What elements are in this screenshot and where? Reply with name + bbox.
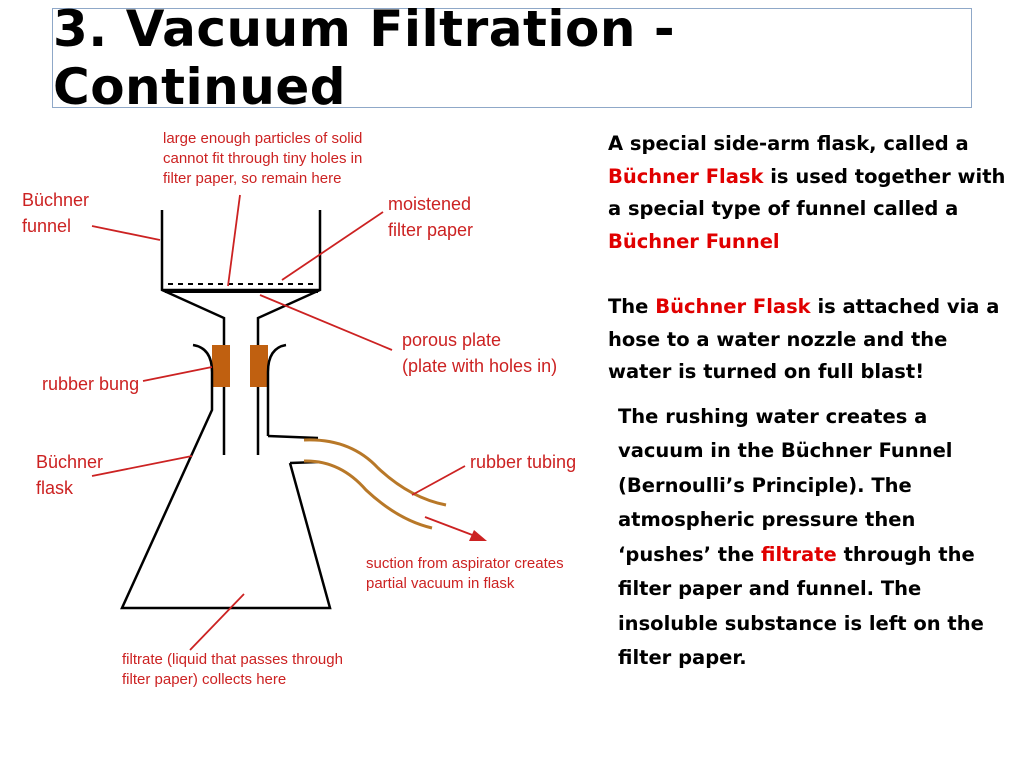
label-particles-2: cannot fit through tiny holes in [163, 150, 362, 167]
label-moistened-1: moistened [388, 194, 471, 214]
label-buchner-funnel-2: funnel [22, 216, 71, 236]
label-filtrate-1: filtrate (liquid that passes through [122, 651, 343, 668]
leader-lines [91, 194, 466, 651]
p3-text-c: through the filter paper and funnel. The… [618, 542, 984, 670]
label-rubber-bung: rubber bung [42, 374, 139, 394]
label-particles-1: large enough particles of solid [163, 130, 362, 147]
suction-arrow-head [469, 530, 487, 541]
label-buchner-funnel-1: Büchner [22, 190, 89, 210]
p3-highlight-filtrate: filtrate [760, 542, 837, 566]
buchner-funnel-drawing [160, 210, 322, 455]
explanation-text: A special side-arm flask, called a Büchn… [608, 128, 1010, 709]
paragraph-1: A special side-arm flask, called a Büchn… [608, 128, 1010, 258]
suction-arrow-line [424, 516, 476, 537]
label-rubber-tubing: rubber tubing [470, 452, 576, 472]
title-box: 3. Vacuum Filtration - Continued [52, 0, 972, 116]
paragraph-2: The Büchner Flask is attached via a hose… [608, 291, 1010, 389]
label-filtrate-2: filter paper) collects here [122, 671, 286, 688]
p3-text-a: The rushing water creates a vacuum in th… [618, 404, 953, 566]
p1-highlight-buchner-flask: Büchner Flask [608, 164, 764, 188]
p1-text-a: A special side-arm flask, called a [608, 132, 969, 155]
label-suction-2: partial vacuum in flask [366, 575, 515, 592]
buchner-flask-drawing [120, 343, 332, 610]
rubber-bung-left [212, 345, 230, 387]
label-porous-plate-1: porous plate [402, 330, 501, 350]
vacuum-filtration-diagram: large enough particles of solid cannot f… [22, 130, 576, 688]
p2-text-c: is attached via a hose to a water nozzle… [608, 295, 1000, 383]
paragraph-3: The rushing water creates a vacuum in th… [618, 400, 1010, 676]
slide-title: 3. Vacuum Filtration - Continued [53, 0, 676, 116]
rubber-bung-right [250, 345, 268, 387]
label-particles-3: filter paper, so remain here [163, 170, 341, 187]
label-moistened-2: filter paper [388, 220, 473, 240]
p1-highlight-buchner-funnel: Büchner Funnel [608, 229, 780, 253]
p1-text-c: is used together with a special type of … [608, 164, 1006, 221]
p2-highlight-buchner-flask: Büchner Flask [655, 295, 811, 318]
p2-text-a: The [608, 295, 656, 318]
label-buchner-flask-2: flask [36, 478, 74, 498]
label-suction-1: suction from aspirator creates [366, 555, 564, 572]
rubber-tubing-drawing [303, 438, 447, 530]
label-porous-plate-2: (plate with holes in) [402, 356, 557, 376]
label-buchner-flask-1: Büchner [36, 452, 103, 472]
